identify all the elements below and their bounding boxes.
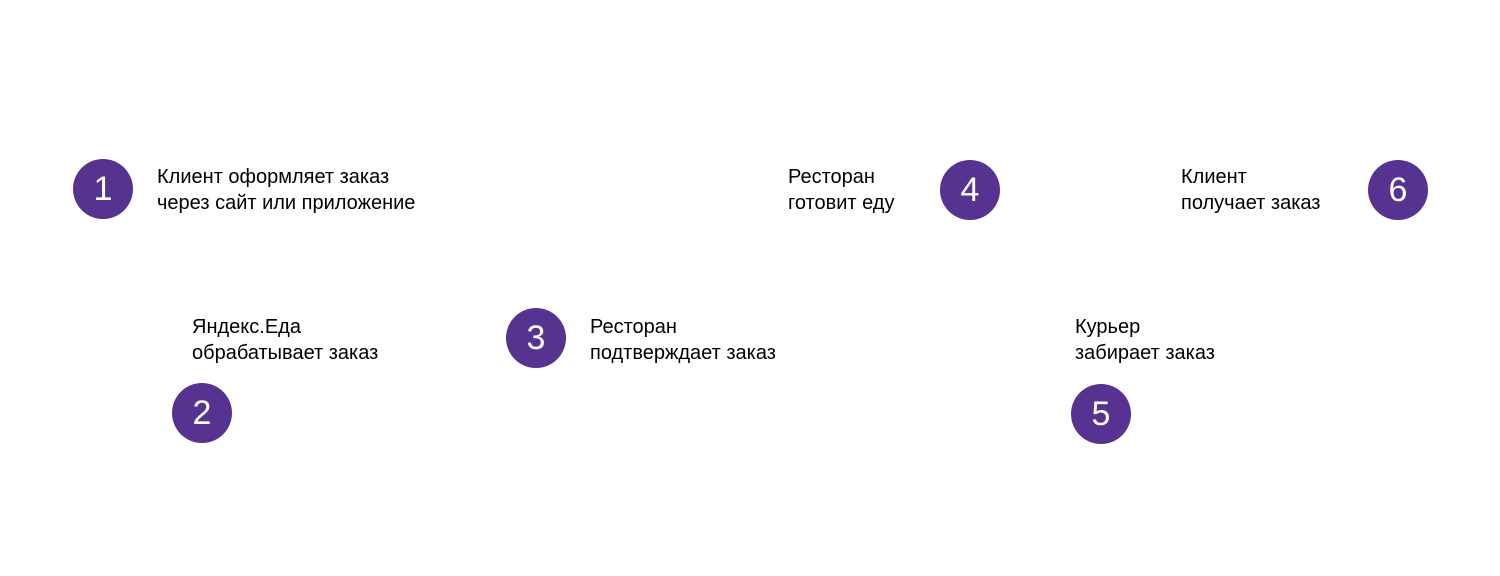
step-1-line-1: Клиент оформляет заказ: [157, 166, 390, 188]
step-3-line-2: подтверждает заказ: [590, 342, 776, 364]
step-3-badge: 3: [506, 308, 566, 368]
step-3-label: Ресторан подтверждает заказ: [590, 314, 776, 366]
step-6-line-2: получает заказ: [1181, 192, 1321, 214]
step-2-line-2: обрабатывает заказ: [192, 342, 379, 364]
step-5-line-2: забирает заказ: [1075, 342, 1215, 364]
step-1-line-2: через сайт или приложение: [157, 192, 416, 214]
step-6-label: Клиент получает заказ: [1181, 164, 1320, 216]
step-2-label: Яндекс.Еда обрабатывает заказ: [192, 314, 378, 366]
step-4-badge: 4: [940, 160, 1000, 220]
step-5-line-1: Курьер: [1075, 316, 1141, 338]
step-6-badge: 6: [1368, 160, 1428, 220]
step-4-line-1: Ресторан: [788, 166, 875, 188]
step-2-badge: 2: [172, 383, 232, 443]
step-1-label: Клиент оформляет заказ через сайт или пр…: [157, 164, 415, 216]
step-4-line-2: готовит еду: [788, 192, 895, 214]
step-5-badge: 5: [1071, 384, 1131, 444]
step-5-label: Курьер забирает заказ: [1075, 314, 1215, 366]
step-6-line-1: Клиент: [1181, 166, 1247, 188]
step-2-line-1: Яндекс.Еда: [192, 316, 301, 338]
step-1-badge: 1: [73, 159, 133, 219]
step-3-line-1: Ресторан: [590, 316, 677, 338]
step-4-label: Ресторан готовит еду: [788, 164, 894, 216]
